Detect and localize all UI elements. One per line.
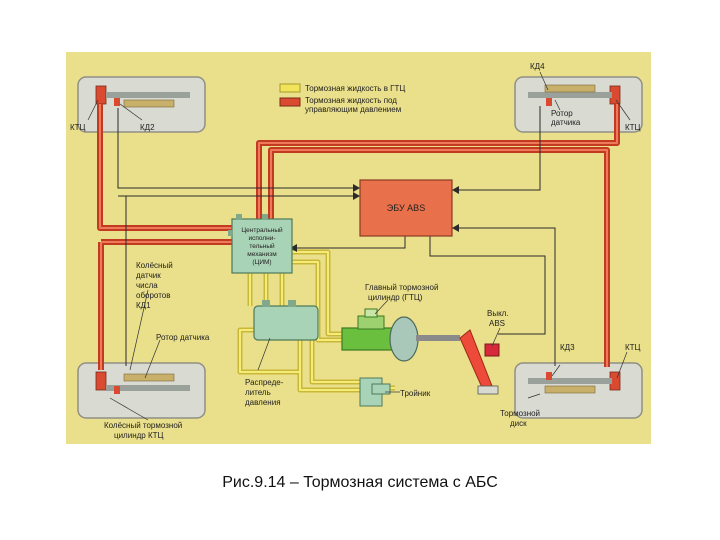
label-pressure-distributor: Распреде- литель давления xyxy=(245,378,284,407)
svg-text:Центральный: Центральный xyxy=(241,226,283,234)
pressure-distributor xyxy=(253,300,319,341)
svg-text:датчик: датчик xyxy=(136,271,161,280)
legend-red-label-line2: управляющим давлением xyxy=(305,105,401,114)
label-brake-disc: Тормозной диск xyxy=(500,409,540,428)
wheel-rear-left xyxy=(77,362,206,419)
wheel-front-right xyxy=(514,76,643,133)
brake-pedal xyxy=(459,329,499,395)
label-master-cylinder: Главный тормозной цилиндр (ГТЦ) xyxy=(365,283,438,302)
wheel-rear-right xyxy=(514,362,643,419)
svg-text:механизм: механизм xyxy=(247,251,277,258)
svg-text:тельный: тельный xyxy=(249,242,275,250)
svg-text:(ЦИМ): (ЦИМ) xyxy=(252,259,271,266)
yellow-brake-lines-highlight xyxy=(239,251,395,391)
label-ktc-rear-right: КТЦ xyxy=(625,343,641,352)
legend-red-label-line1: Тормозная жидкость под xyxy=(305,96,397,105)
label-rotor-front-right-1: Ротор xyxy=(551,109,573,118)
svg-text:давления: давления xyxy=(245,398,281,407)
callout-lines xyxy=(87,71,631,421)
legend-yellow-label: Тормозная жидкость в ГТЦ xyxy=(305,84,405,93)
wheel-front-left xyxy=(77,76,206,133)
svg-text:Колёсный: Колёсный xyxy=(136,261,173,270)
central-actuator-module xyxy=(228,214,293,274)
label-ktc-front-left: КТЦ xyxy=(70,123,86,132)
svg-text:Главный тормозной: Главный тормозной xyxy=(365,283,438,292)
svg-text:Тормозной: Тормозной xyxy=(500,409,540,418)
svg-text:ABS: ABS xyxy=(489,319,505,328)
svg-text:Распреде-: Распреде- xyxy=(245,378,284,387)
svg-text:диск: диск xyxy=(510,419,527,428)
label-central-actuator: Центральный исполни- тельный механизм (Ц… xyxy=(241,226,283,266)
label-rotor-rear-left: Ротор датчика xyxy=(156,333,210,342)
svg-text:числа: числа xyxy=(136,281,158,290)
legend-yellow-swatch xyxy=(279,83,301,93)
label-abs-control-unit: ЭБУ ABS xyxy=(387,203,425,213)
label-tee: Тройник xyxy=(400,389,431,398)
legend-red-swatch xyxy=(279,97,301,107)
signal-arrowheads xyxy=(290,184,459,252)
svg-text:Колёсный тормозной: Колёсный тормозной xyxy=(104,421,182,430)
svg-text:цилиндр КТЦ: цилиндр КТЦ xyxy=(114,431,163,440)
svg-text:оборотов: оборотов xyxy=(136,291,170,300)
svg-text:КД1: КД1 xyxy=(136,301,151,310)
svg-text:литель: литель xyxy=(245,388,271,397)
label-kd2: КД2 xyxy=(140,123,155,132)
label-wheel-cylinder: Колёсный тормозной цилиндр КТЦ xyxy=(104,421,182,440)
figure-caption: Рис.9.14 – Тормозная система с АБС xyxy=(222,474,498,491)
label-wheel-speed-sensor: Колёсный датчик числа оборотов КД1 xyxy=(136,261,173,310)
svg-text:цилиндр (ГТЦ): цилиндр (ГТЦ) xyxy=(368,293,423,302)
svg-text:исполни-: исполни- xyxy=(248,235,275,242)
abs-control-unit-box xyxy=(359,179,453,237)
abs-off-switch xyxy=(484,343,500,357)
master-cylinder xyxy=(341,308,460,362)
label-rotor-front-right-2: датчика xyxy=(551,118,581,127)
label-kd4: КД4 xyxy=(530,62,545,71)
tee-fitting xyxy=(359,377,391,407)
signal-wires xyxy=(117,106,556,366)
svg-text:Выкл.: Выкл. xyxy=(487,309,509,318)
label-ktc-front-right: КТЦ xyxy=(625,123,641,132)
red-brake-lines-highlight xyxy=(99,104,618,370)
label-kd3: КД3 xyxy=(560,343,575,352)
label-abs-off-switch: Выкл. ABS xyxy=(487,309,509,328)
